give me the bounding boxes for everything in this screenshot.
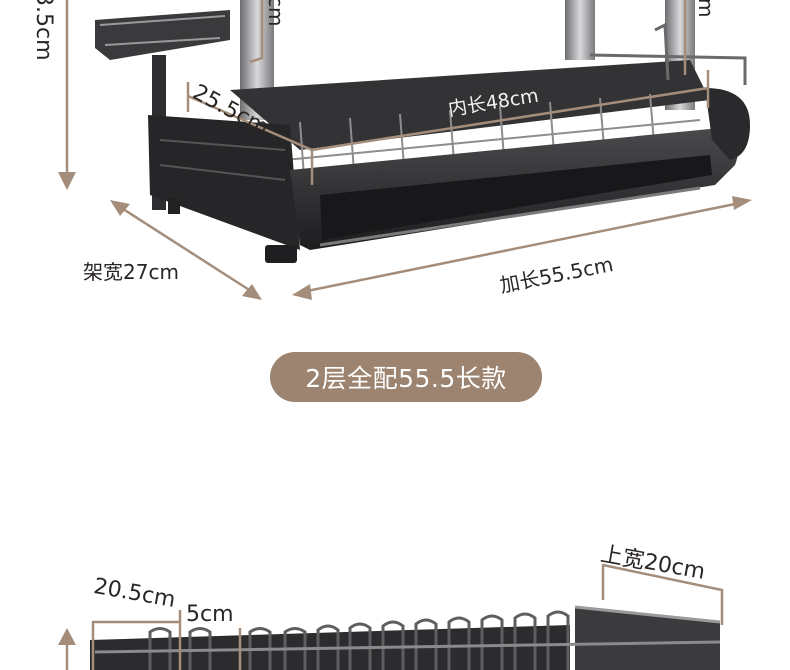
gap-label: 5cm [186,602,234,627]
top-label-partial-left: cm [264,0,288,27]
bottom-dish-rack [90,605,721,670]
top-dimension-lines [58,0,752,300]
bottom-dimension-lines [58,563,724,670]
top-label-partial-right: m [694,0,718,18]
frame-width-label: 架宽27cm [83,260,179,284]
height-label-partial: 3.5cm [31,0,56,61]
variant-badge: 2层全配55.5长款 [270,352,542,402]
top-dish-rack [95,0,750,263]
